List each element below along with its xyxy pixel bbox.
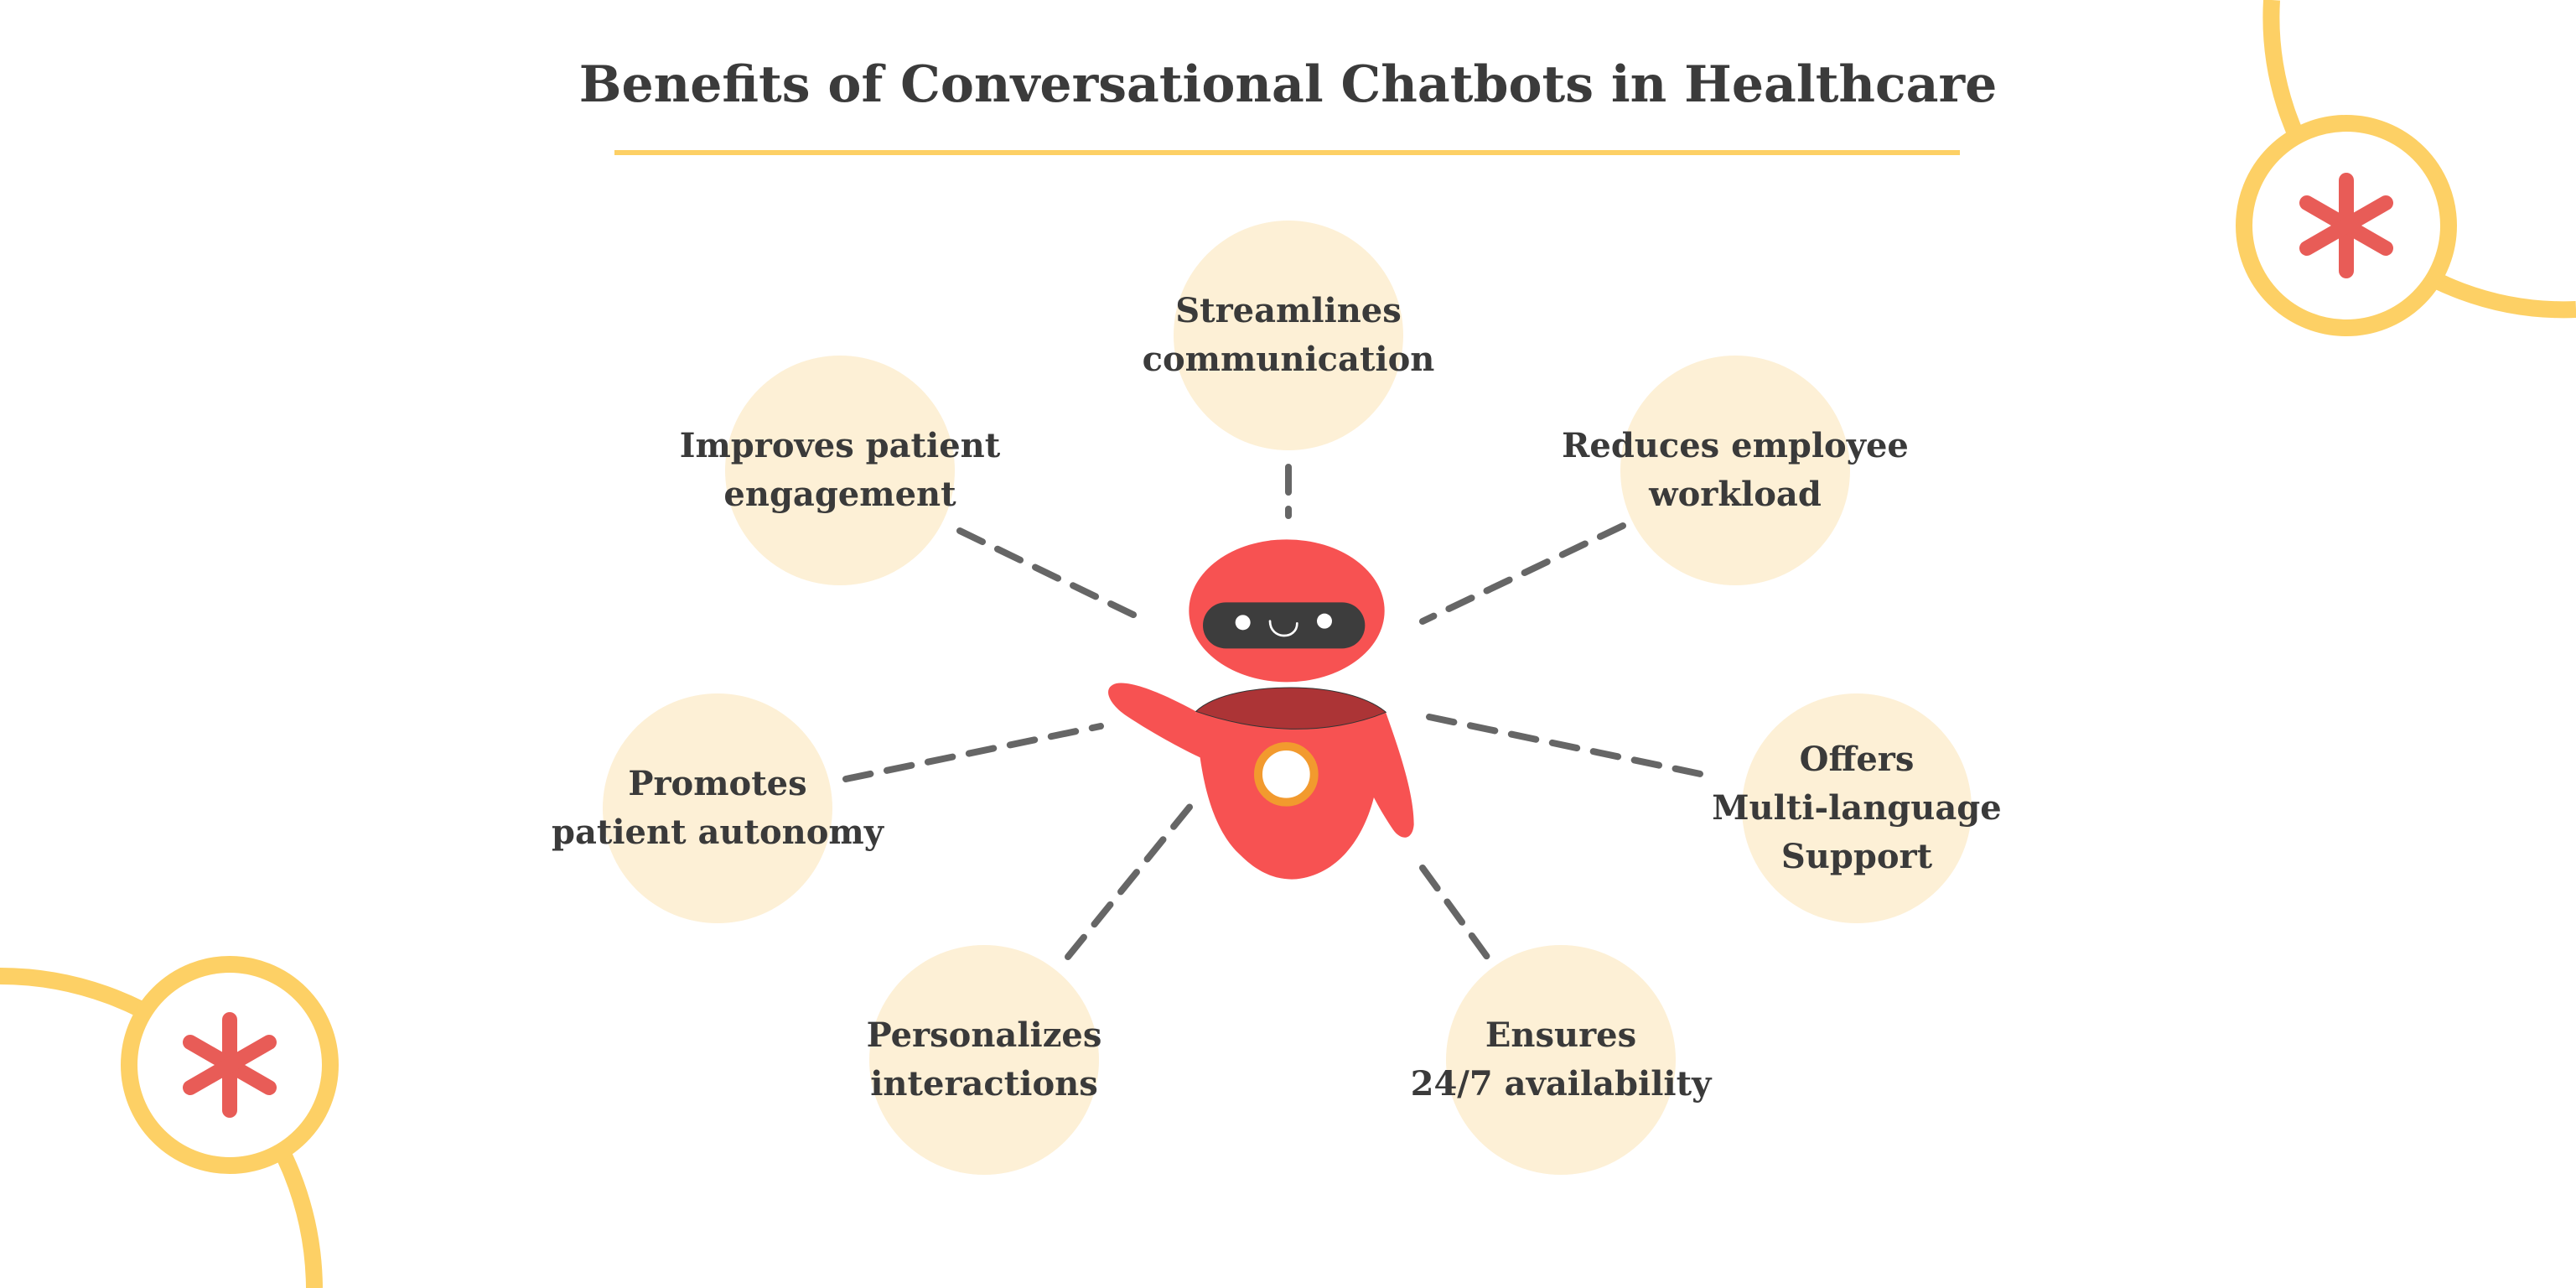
- robot-visor: [1203, 602, 1366, 649]
- benefit-bubble: [1174, 221, 1403, 450]
- title-underline: [614, 150, 1960, 155]
- benefit-bubble: [603, 693, 832, 923]
- robot-eye: [1235, 615, 1251, 631]
- benefit-bubble: [869, 945, 1099, 1175]
- benefit-bubble: [1446, 945, 1676, 1175]
- robot-chest-light: [1254, 741, 1319, 807]
- benefit-promotes-autonomy: Promotes patient autonomy: [552, 764, 884, 852]
- benefit-bubble: [1620, 356, 1850, 585]
- asterisk-icon: [2299, 173, 2393, 278]
- benefit-streamlines-communication: Streamlines communication: [1142, 291, 1435, 379]
- benefit-personalizes: Personalizes interactions: [866, 1015, 1102, 1104]
- benefit-bubble: [1742, 693, 1972, 923]
- connector-lines: [842, 464, 1712, 960]
- robot-illustration: [1108, 539, 1414, 880]
- robot-neck: [1195, 687, 1387, 730]
- bottom-left-decoration: [0, 956, 339, 1288]
- benefit-reduces-workload: Reduces employee workload: [1562, 426, 1909, 514]
- robot-eye: [1317, 613, 1332, 629]
- page-title: Benefits of Conversational Chatbots in H…: [578, 55, 1998, 114]
- benefit-multi-language: Offers Multi-language Support: [1712, 740, 2002, 876]
- benefit-improves-engagement: Improves patient engagement: [679, 426, 1001, 514]
- robot-smile: [1268, 620, 1298, 637]
- asterisk-icon: [183, 1012, 277, 1118]
- benefit-bubble: [725, 356, 955, 585]
- benefit-availability: Ensures 24/7 availability: [1410, 1015, 1712, 1104]
- top-right-decoration: [2236, 0, 2576, 336]
- robot-left-arm: [1108, 683, 1200, 758]
